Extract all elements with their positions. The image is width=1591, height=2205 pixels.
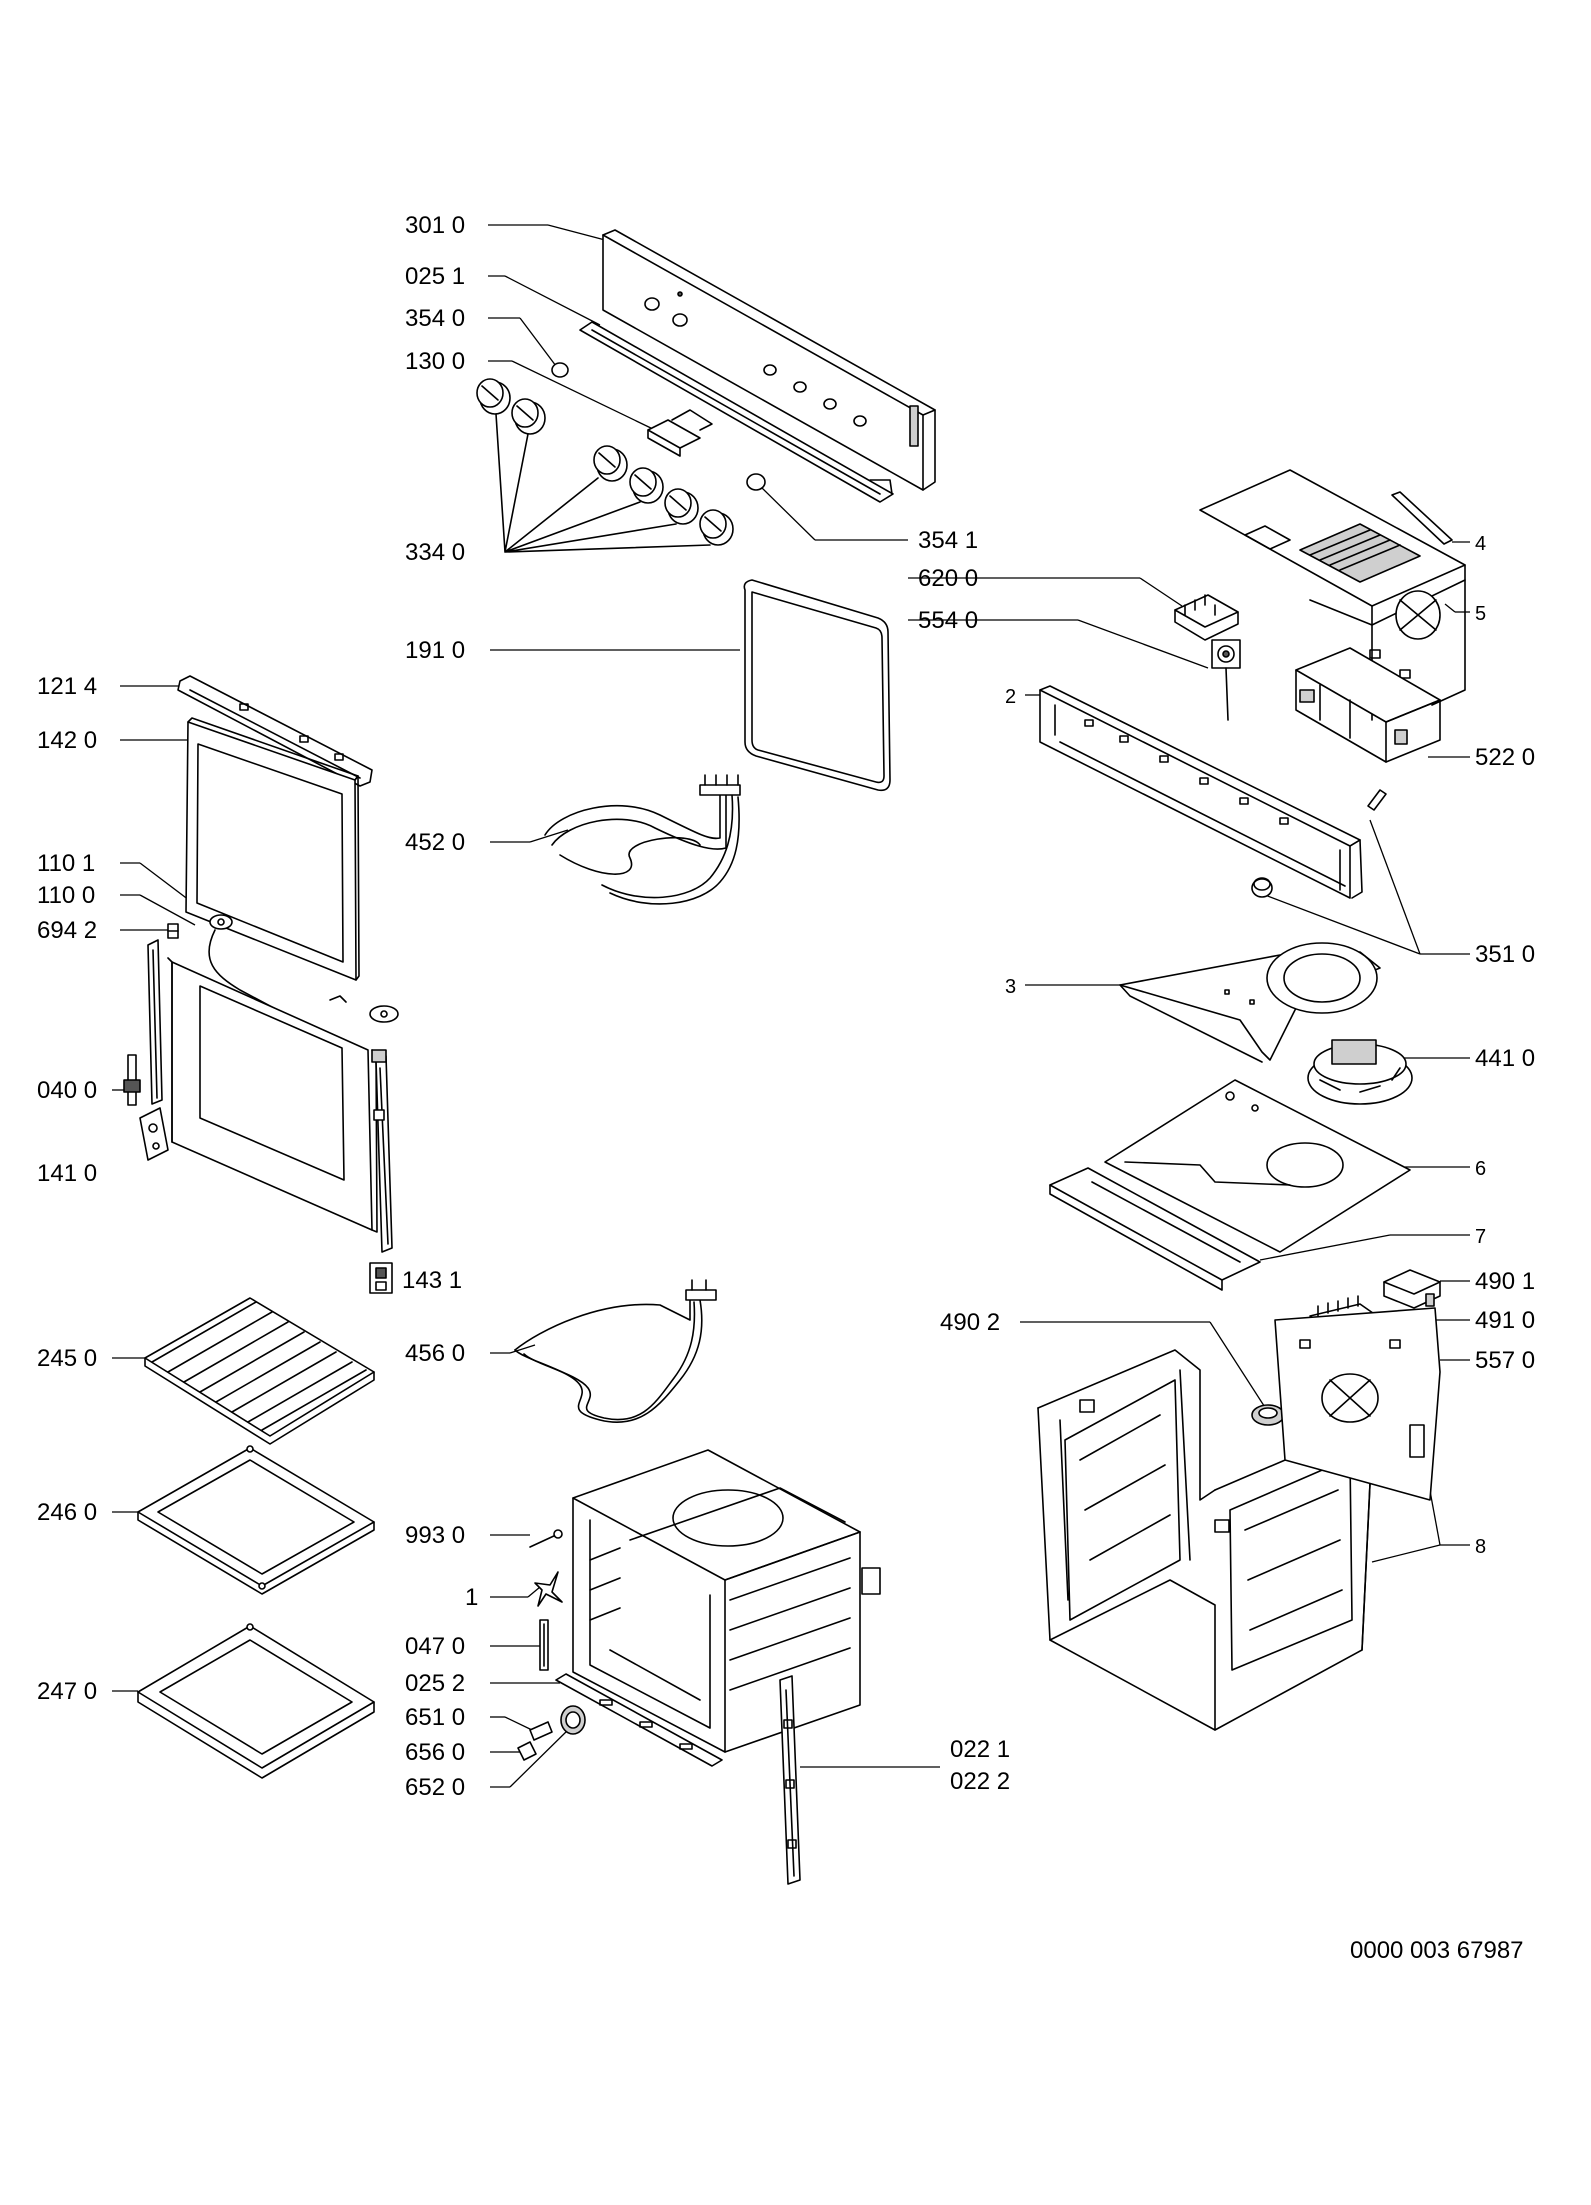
callout-7: 7	[1475, 1226, 1486, 1248]
top-housing-part	[1199, 469, 1466, 721]
callout-142-0: 142 0	[37, 727, 97, 754]
callout-652-0: 652 0	[405, 1774, 465, 1801]
callout-047-0: 047 0	[405, 1633, 465, 1660]
callout-656-0: 656 0	[405, 1739, 465, 1766]
callout-557-0: 557 0	[1475, 1347, 1535, 1374]
small-cap-part	[551, 362, 569, 378]
top-heating-element-part	[544, 774, 741, 905]
callout-4: 4	[1475, 533, 1486, 555]
callout-491-0: 491 0	[1475, 1307, 1535, 1334]
callout-143-1: 143 1	[402, 1267, 462, 1294]
callout-5: 5	[1475, 603, 1486, 625]
callout-040-0: 040 0	[37, 1077, 97, 1104]
callout-490-1: 490 1	[1475, 1268, 1535, 1295]
baking-tray-part	[137, 1445, 375, 1595]
front-rail-part	[1049, 1167, 1261, 1291]
side-rail-part	[539, 1619, 549, 1671]
leader-lines	[112, 224, 1470, 1788]
callout-522-0: 522 0	[1475, 744, 1535, 771]
callout-6: 6	[1475, 1158, 1486, 1180]
callout-025-1: 025 1	[405, 263, 465, 290]
callout-452-0: 452 0	[405, 829, 465, 856]
callout-354-0: 354 0	[405, 305, 465, 332]
callout-1: 1	[465, 1584, 478, 1611]
lamp-assembly-part	[517, 1705, 586, 1761]
door-guide-rail-part	[139, 1049, 393, 1253]
panel-support-strip-part	[579, 321, 894, 503]
lower-heating-element-part	[514, 1279, 717, 1423]
callout-246-0: 246 0	[37, 1499, 97, 1526]
document-number: 0000 003 67987	[1350, 1937, 1524, 1964]
control-knobs-part	[476, 378, 734, 553]
callout-022-2: 022 2	[950, 1768, 1010, 1795]
callout-3: 3	[1005, 976, 1016, 998]
front-frame-part	[1039, 685, 1363, 899]
hinge-block-part	[369, 1262, 393, 1294]
door-gasket-part	[743, 579, 891, 792]
fan-motor-part	[1307, 1039, 1413, 1105]
door-hinge-bracket-part	[208, 914, 399, 1023]
outer-casing-part	[1037, 1307, 1441, 1731]
air-duct-plate-part	[1119, 942, 1381, 1063]
callout-351-0: 351 0	[1475, 941, 1535, 968]
wire-shelf-rack-part	[144, 1297, 375, 1445]
callout-245-0: 245 0	[37, 1345, 97, 1372]
callout-110-1: 110 1	[37, 850, 95, 877]
callout-130-0: 130 0	[405, 348, 465, 375]
cavity-cover-plate-part	[1104, 1079, 1411, 1253]
spacer-pin-part	[1251, 789, 1387, 898]
callout-651-0: 651 0	[405, 1704, 465, 1731]
deep-pan-part	[137, 1623, 375, 1779]
terminal-block-part	[1174, 594, 1239, 641]
fan-clip-part	[534, 1571, 563, 1607]
callout-121-4: 121 4	[37, 673, 97, 700]
control-panel-part	[602, 229, 936, 491]
electronic-modules-part	[1295, 647, 1441, 763]
cap-part	[746, 473, 766, 491]
callout-110-0: 110 0	[37, 882, 95, 909]
callout-301-0: 301 0	[405, 212, 465, 239]
callout-554-0: 554 0	[918, 607, 978, 634]
callout-022-1: 022 1	[950, 1736, 1010, 1763]
inner-door-panel-part	[147, 939, 378, 1233]
outer-door-glass-part	[185, 717, 360, 981]
door-clip-part	[167, 923, 179, 939]
callout-8: 8	[1475, 1536, 1486, 1558]
connector-block-part	[1383, 1269, 1441, 1309]
callout-620-0: 620 0	[918, 565, 978, 592]
grommet-part	[1251, 1404, 1285, 1426]
switch-block-part	[647, 409, 713, 457]
callout-354-1: 354 1	[918, 527, 978, 554]
callout-441-0: 441 0	[1475, 1045, 1535, 1072]
oven-cavity-part	[572, 1449, 881, 1753]
top-rail-strip-part	[1391, 491, 1453, 545]
door-lock-lever-part	[123, 1054, 141, 1106]
door-top-trim-part	[177, 675, 373, 787]
screw-part	[529, 1529, 563, 1548]
callout-labels: 301 0 025 1 354 0 130 0 334 0 354 1 191 …	[37, 212, 1535, 1964]
callout-993-0: 993 0	[405, 1522, 465, 1549]
callout-694-2: 694 2	[37, 917, 97, 944]
callout-2: 2	[1005, 686, 1016, 708]
callout-490-2: 490 2	[940, 1309, 1000, 1336]
callout-247-0: 247 0	[37, 1678, 97, 1705]
callout-456-0: 456 0	[405, 1340, 465, 1367]
side-trim-strip-part	[779, 1675, 801, 1885]
lower-trim-strip-part	[555, 1673, 723, 1767]
callout-191-0: 191 0	[405, 637, 465, 664]
thermostat-part	[1211, 639, 1241, 721]
callout-334-0: 334 0	[405, 539, 465, 566]
callout-025-2: 025 2	[405, 1670, 465, 1697]
callout-141-0: 141 0	[37, 1160, 97, 1187]
